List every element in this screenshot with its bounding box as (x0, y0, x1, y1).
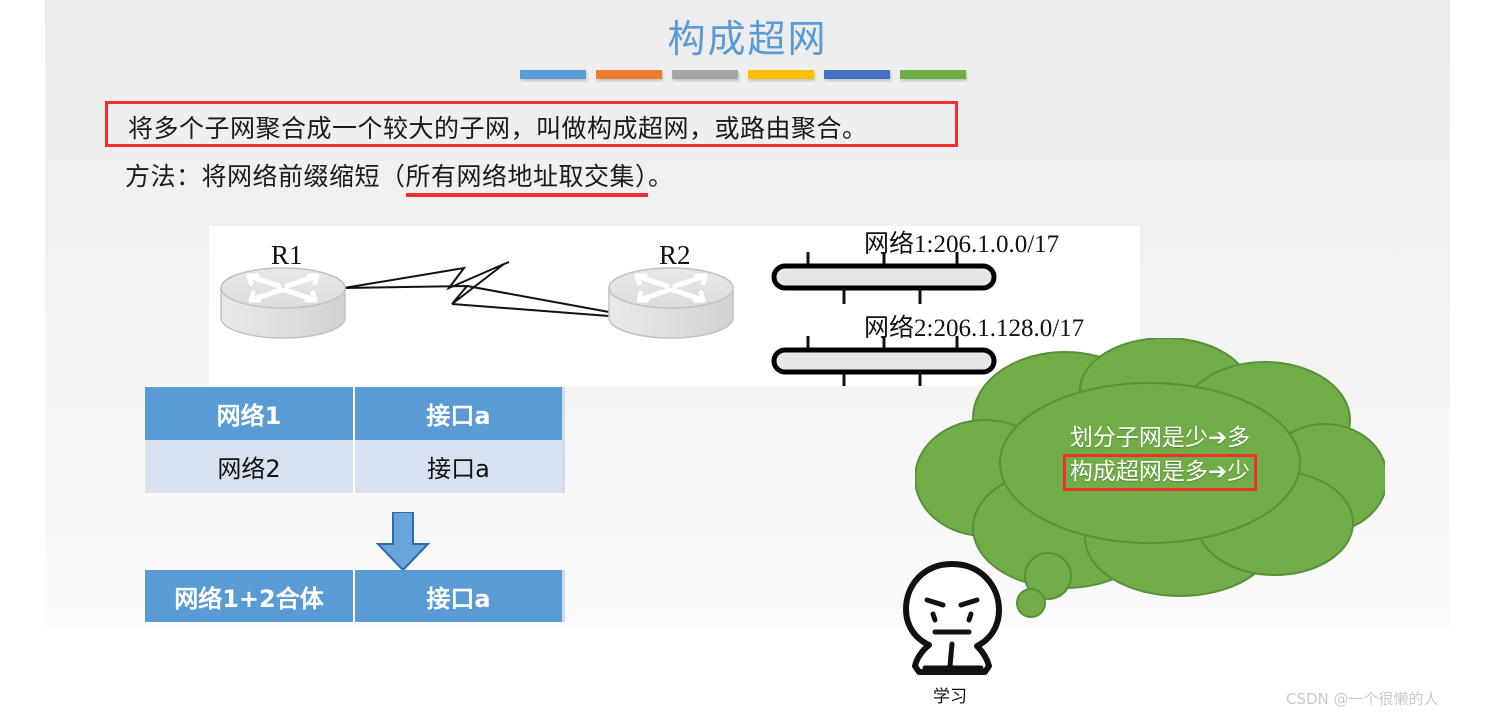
router-label-r2: R2 (659, 240, 691, 270)
cartoon-character-icon (895, 558, 1010, 688)
thought-cloud (914, 337, 1388, 633)
routing-table-before: 网络1 接口a 网络2 接口a (145, 387, 562, 493)
cell-network-merged: 网络1+2合体 (145, 570, 353, 622)
network1-label: 网络1:206.1.0.0/17 (864, 231, 1060, 258)
method-text-suffix: 。 (648, 164, 674, 191)
accent-bar-navy (824, 70, 890, 79)
network2-label: 网络2:206.1.128.0/17 (864, 315, 1085, 342)
table-row[interactable]: 网络1 接口a (145, 387, 562, 440)
definition-text: 将多个子网聚合成一个较大的子网，叫做构成超网，或路由聚合。 (128, 116, 868, 143)
method-text-prefix: 方法：将网络前缀缩短（ (125, 164, 406, 191)
accent-bar-group (520, 70, 966, 79)
routing-table-after: 网络1+2合体 接口a (145, 570, 562, 622)
cell-network-1: 网络1 (145, 387, 353, 440)
accent-bar-gray (672, 70, 738, 79)
page-title: 构成超网 (667, 17, 828, 61)
method-text-underlined: 所有网络地址取交集） (405, 164, 649, 197)
cloud-note-line2: 构成超网是多➔少 (1062, 454, 1258, 491)
method-text: 方法：将网络前缀缩短（所有网络地址取交集）。 (125, 157, 674, 197)
accent-bar-orange (596, 70, 662, 79)
table-row[interactable]: 网络1+2合体 接口a (145, 570, 562, 622)
character-caption: 学习 (933, 687, 967, 707)
accent-bar-green (900, 70, 966, 79)
cloud-note: 划分子网是少➔多 构成超网是多➔少 (1010, 423, 1310, 491)
cloud-note-line1: 划分子网是少➔多 (1069, 425, 1251, 451)
topology-panel: R1 R2 网络1:206.1.0.0/17 网络2:206.1.128.0/1… (209, 226, 1140, 388)
accent-bar-blue (520, 70, 586, 79)
definition-highlight-box: 将多个子网聚合成一个较大的子网，叫做构成超网，或路由聚合。 (105, 101, 958, 147)
slide-canvas: 构成超网 将多个子网聚合成一个较大的子网，叫做构成超网，或路由聚合。 方法：将网… (45, 0, 1450, 626)
router-label-r1: R1 (271, 240, 303, 270)
cell-interface-2: 接口a (353, 440, 562, 493)
watermark: CSDN @一个很懒的人 (1286, 690, 1439, 708)
table-row[interactable]: 网络2 接口a (145, 440, 562, 493)
cell-interface-merged: 接口a (353, 570, 562, 622)
topology-svg (220, 252, 997, 388)
down-arrow-icon (375, 511, 431, 577)
cell-interface-1: 接口a (353, 387, 562, 440)
accent-bar-yellow (748, 70, 814, 79)
cell-network-2: 网络2 (145, 440, 353, 493)
